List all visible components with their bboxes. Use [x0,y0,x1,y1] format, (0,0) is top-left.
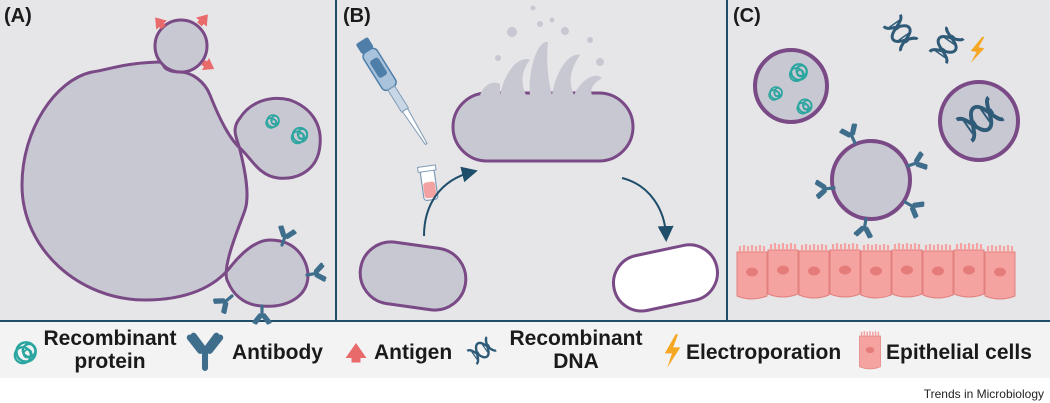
protein-vesicle [753,48,829,124]
tube-icon [416,164,439,202]
epithelial-cell-icon [890,241,924,299]
epithelial-cell-icon [735,243,769,301]
panel-b-label: (B) [343,5,371,27]
epithelial-cell-icon [921,242,955,300]
panel-a: (A) [4,5,327,325]
panel-b: (B) [343,5,719,313]
legend-electroporation: Electroporation [686,341,841,364]
epithelial-cell-icon [983,243,1017,301]
legend: Recombinant protein Antibody Antigen Rec… [13,327,1032,373]
legend-antigen: Antigen [374,341,452,364]
epithelial-cell-icon [952,241,986,299]
epithelial-cell-icon [766,241,800,299]
legend-antibody: Antibody [232,341,323,364]
antibody-vesicle [830,139,912,221]
panel-c: (C) [733,5,1020,301]
legend-recombinant-dna-line1: Recombinant [509,327,642,350]
bacterium-before [358,240,468,312]
pipette-icon [356,37,428,146]
bacterium-electroporated [451,91,635,163]
epithelial-cell-icon [859,242,893,300]
bacterium-after [612,243,719,313]
uptake-arrow [423,166,478,237]
panel-a-label: (A) [4,5,32,27]
epithelial-cell-icon [828,241,862,299]
epithelial-cell-icon [797,242,831,300]
legend-recombinant-protein-line1: Recombinant [43,327,176,350]
budding-vesicle-main [20,60,322,308]
legend-recombinant-protein-line2: protein [74,350,145,373]
epithelial-layer [735,241,1017,301]
release-arrow [621,177,674,242]
journal-credit: Trends in Microbiology [924,387,1044,401]
panel-c-label: (C) [733,5,761,27]
dna-vesicle [938,80,1020,162]
membrane-splash [480,5,604,95]
legend-epithelial-cells: Epithelial cells [886,341,1032,364]
top-bud-vesicle [153,18,209,74]
legend-recombinant-dna-line2: DNA [553,350,599,373]
epithelial-cell-icon [858,330,882,370]
